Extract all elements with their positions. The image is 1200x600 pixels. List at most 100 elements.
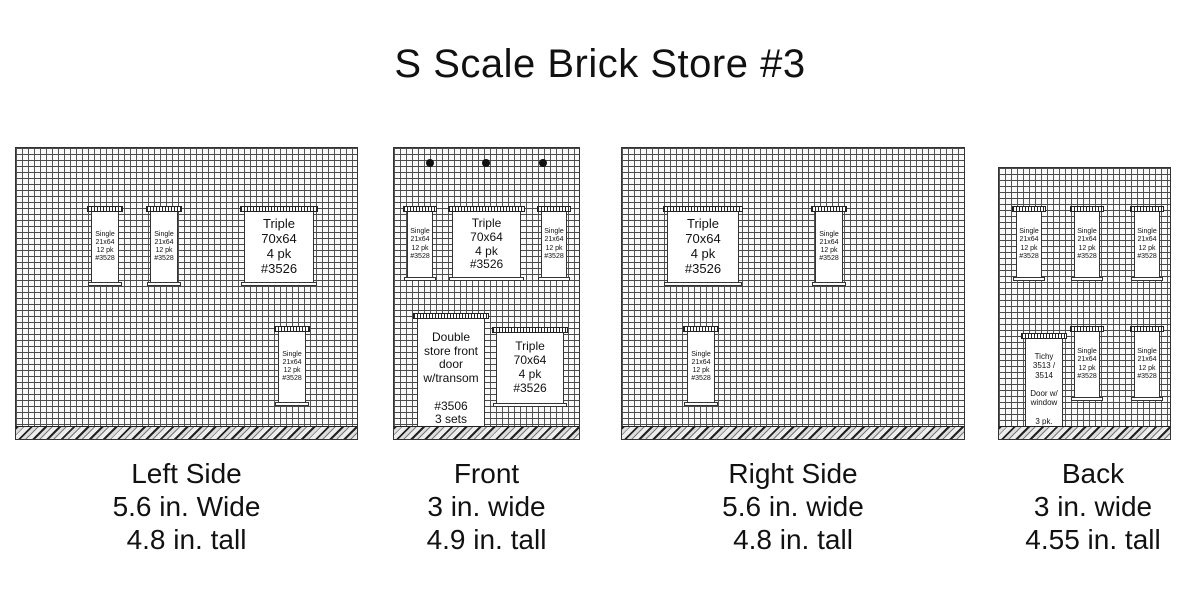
star-bolt-icon [426,159,434,167]
label-line: 4 pk [518,367,542,381]
label-line: #3526 [260,260,298,276]
label-line: #3526 [469,257,504,272]
label-line: 21x64 [691,358,711,366]
label-line: #3528 [282,375,302,383]
label-line: Single [1077,228,1097,236]
label-line: Single [1019,228,1039,236]
label-line: #3528 [819,255,839,263]
label-line: 70x64 [685,231,721,247]
label-line: 12 pk [1138,364,1156,372]
label-line: Tichy [1034,352,1054,362]
label-line: 4 pk [266,246,292,261]
label-line: Single [410,228,430,236]
label-line: #3528 [544,252,564,260]
label-line: 12 pk [96,247,114,254]
label-line: 12 pk [283,367,301,374]
label-line: Single [95,230,115,238]
foundation [394,426,579,439]
label-line: 21x64 [282,358,302,366]
label-line: 12 pk [1078,244,1096,252]
star-bolt-icon [539,159,547,167]
label-line: #3506 [434,398,468,413]
label-line: 70x64 [261,231,297,247]
label-line: Single [1137,228,1157,236]
label-line: Single [1137,348,1157,356]
label-line: 3514 [1035,370,1053,380]
label-line: Triple [262,216,296,232]
label-line: 21x64 [544,236,564,244]
caption-width: 5.6 in. wide [722,491,864,522]
caption-right-side: Right Side 5.6 in. wide 4.8 in. tall [621,457,965,556]
label-line: 12 pk [1078,364,1096,372]
label-line: Single [544,228,564,236]
label-line: Double [431,329,471,344]
label-line: 3513 / [1032,361,1056,371]
label-line: 12 pk [411,244,429,252]
label-line: store front [423,343,479,358]
label-line: #3528 [410,252,430,260]
label-line: 3 pk. [1035,416,1053,426]
caption-height: 4.8 in. tall [126,524,247,555]
label-line: 21x64 [154,238,174,246]
label-line [1043,380,1045,389]
foundation [16,426,357,439]
label-line: Triple [686,216,720,232]
caption-back: Back 3 in. wide 4.55 in. tall [998,457,1188,556]
label-line: w/transom [423,371,479,386]
caption-front: Front 3 in. wide 4.9 in. tall [393,457,580,556]
label-line: #3528 [1077,372,1097,380]
label-line: Triple [515,339,545,354]
caption-width: 5.6 in. Wide [112,491,261,522]
label-line: door [438,357,464,372]
star-bolt-icon [482,159,490,167]
label-line: #3528 [1137,372,1157,380]
label-line: Single [154,230,174,238]
label-line: #3528 [95,255,115,263]
label-line: #3528 [154,255,174,263]
label-line: 70x64 [513,353,547,368]
label-line: 21x64 [410,236,430,244]
label-line: 12 pk [545,244,563,252]
caption-height: 4.55 in. tall [1025,524,1161,555]
label-line: Triple [471,215,502,230]
caption-name: Left Side [131,458,242,489]
label-line: 21x64 [1077,356,1097,364]
label-line: 70x64 [470,229,503,244]
label-line: 12 pk [1020,244,1038,252]
caption-height: 4.8 in. tall [733,524,853,555]
label-line: Single [691,350,711,358]
label-line [1043,407,1045,416]
caption-width: 3 in. wide [1033,491,1153,522]
label-line: 4 pk [475,243,498,258]
foundation [622,426,964,439]
label-line: 12 pk [692,367,710,374]
label-line: #3528 [1137,252,1157,260]
caption-height: 4.9 in. tall [426,524,547,555]
caption-name: Right Side [728,458,858,489]
label-line: 21x64 [1137,236,1157,244]
label-line: 21x64 [1077,236,1097,244]
label-line: 21x64 [1019,236,1039,244]
label-line: window [1030,398,1058,408]
label-line: 12 pk [1138,244,1156,252]
caption-name: Front [453,458,520,489]
label-line: #3528 [1077,252,1097,260]
label-line: Door w/ [1030,389,1058,398]
label-line: 12 pk [820,247,838,254]
